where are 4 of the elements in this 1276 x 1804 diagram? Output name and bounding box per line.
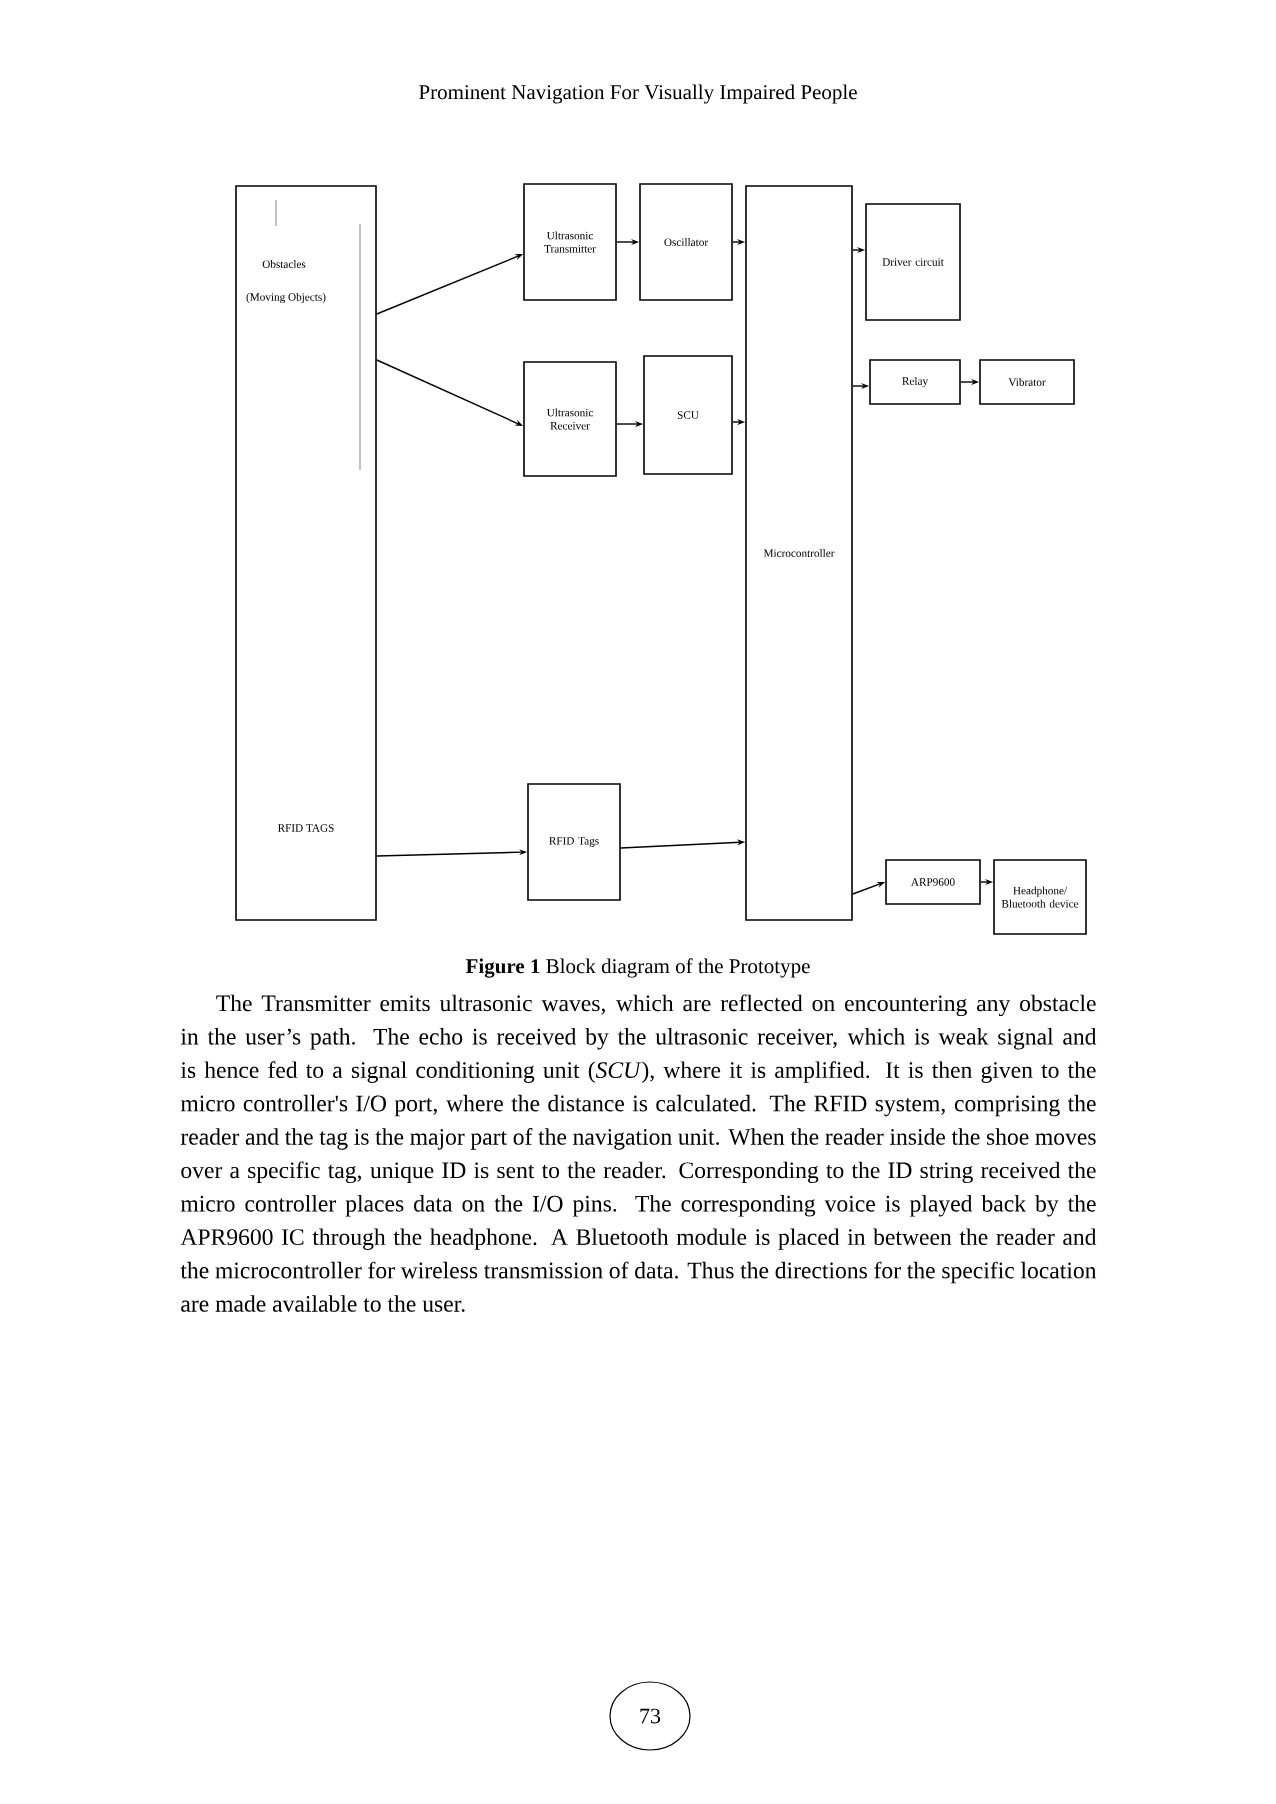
- page-number: 73: [609, 1681, 691, 1751]
- running-header: Prominent Navigation For Visually Impaired People: [419, 84, 857, 104]
- body-paragraph: The Transmitter emits ultrasonic waves, which are reflected on encountering any obstacle in the user’s path. The echo is received by the ultrasonic receiver, which is weak signal and is hence fed to a signal conditioning unit (SCU), where it is amplified. It is then given to the micro controller's I/O port, where the distance is calculated. The RFID system, comprising the reader and the tag is the major part of the navigation unit. When the reader inside the shoe moves over a specific tag, unique ID is sent to the reader. Corresponding to the ID string received the micro controller places data on the I/O pins. The corresponding voice is played back by the APR9600 IC through the headphone. A Bluetooth module is placed in between the reader and the microcontroller for wireless transmission of data. Thus the directions for the specific location are made available to the user.: [180, 994, 1097, 1312]
- figure-caption: Figure 1 Block diagram of the Prototype: [465, 958, 810, 978]
